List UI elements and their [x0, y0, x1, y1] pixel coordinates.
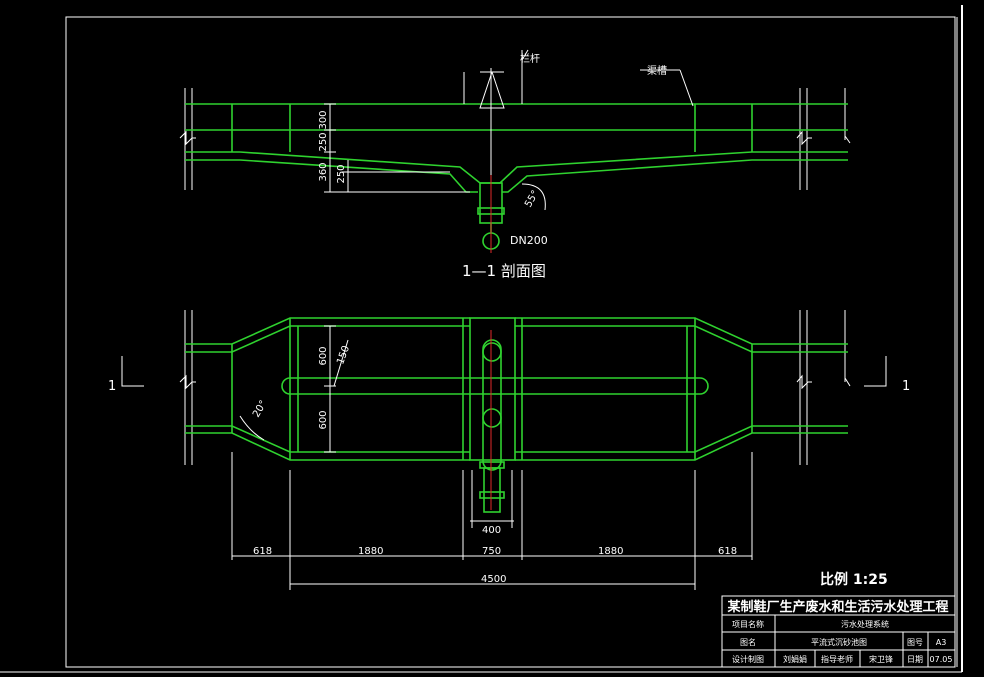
dim-1880-right: 1880: [598, 546, 623, 557]
dim-250a: 250: [318, 132, 329, 151]
title-block: 某制鞋厂生产废水和生活污水处理工程 项目名称 污水处理系统 图名 平流式沉砂池图…: [721, 595, 956, 668]
dim-4500: 4500: [481, 574, 506, 585]
slope-angle-55: 55°: [523, 189, 541, 210]
dim-618-right: 618: [718, 546, 737, 557]
tb-date-label: 日期: [907, 655, 923, 664]
tb-drawing-label: 图名: [740, 637, 756, 647]
pipe-label: DN200: [510, 234, 548, 247]
tb-drawing-value: 平流式沉砂池图: [811, 637, 867, 647]
dim-360: 360: [318, 162, 329, 181]
bottom-dimensions: 618 1880 750 1880 618 4500: [231, 452, 753, 590]
tb-designer-label: 设计制图: [732, 654, 764, 664]
tb-advisor-label: 指导老师: [821, 654, 853, 664]
dim-600b: 600: [318, 410, 329, 429]
sheet-border: [0, 5, 963, 673]
section-mark-left: 1: [108, 379, 116, 394]
tb-number-value: A3: [936, 638, 947, 647]
section-mark-right: 1: [902, 379, 910, 394]
plan-view: 1 1: [108, 310, 910, 536]
tb-project-label: 项目名称: [732, 619, 764, 629]
tb-number-label: 图号: [907, 638, 923, 647]
tb-advisor-value: 宋卫锋: [869, 654, 893, 664]
dim-750: 750: [482, 546, 501, 557]
railing-label: 栏杆: [520, 52, 540, 65]
section-view: 300 250 360 250 55° 栏杆 渠槽 DN200 1—1 剖面图: [179, 49, 851, 280]
project-title: 某制鞋厂生产废水和生活污水处理工程: [726, 599, 948, 615]
dim-150: 150: [335, 344, 352, 366]
tb-date-value: 07.05: [930, 655, 953, 664]
dim-300: 300: [318, 110, 329, 129]
dim-1880-left: 1880: [358, 546, 383, 557]
dim-618-left: 618: [253, 546, 272, 557]
dim-400: 400: [482, 525, 501, 536]
slope-angle-20: 20°: [251, 399, 269, 420]
dim-600a: 600: [318, 346, 329, 365]
section-title: 1—1 剖面图: [462, 262, 546, 280]
tb-project-value: 污水处理系统: [841, 619, 889, 629]
channel-label: 渠槽: [647, 64, 667, 77]
dim-250b: 250: [336, 164, 347, 183]
tb-designer-value: 刘娟娟: [783, 654, 807, 664]
scale-label: 比例 1:25: [820, 571, 888, 588]
